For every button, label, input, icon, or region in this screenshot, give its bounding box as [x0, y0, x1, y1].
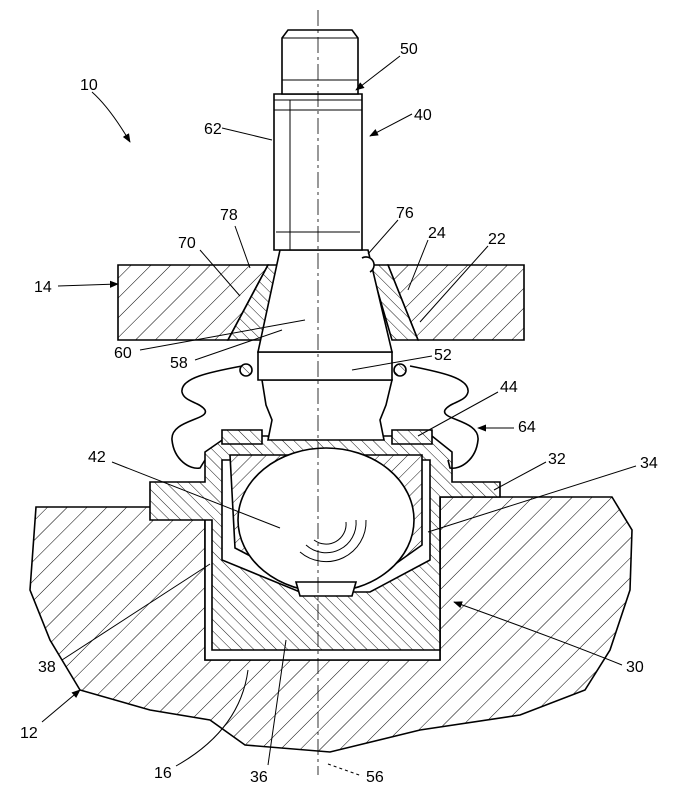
ref-32: 32 [548, 451, 566, 468]
ref-16: 16 [154, 765, 172, 782]
retaining-cap [221, 429, 263, 445]
nub-76 [361, 256, 375, 273]
stud-top-50 [281, 29, 359, 95]
ref-34: 34 [640, 455, 658, 472]
ref-40: 40 [414, 107, 432, 124]
ref-70: 70 [178, 235, 196, 252]
ball-bottom-flat [294, 581, 358, 597]
collar-52 [257, 351, 393, 381]
ref-22: 22 [488, 231, 506, 248]
ref-60: 60 [114, 345, 132, 362]
ref-38: 38 [38, 659, 56, 676]
ref-36: 36 [250, 769, 268, 786]
ref-10: 10 [80, 77, 98, 94]
ref-42: 42 [88, 449, 106, 466]
ref-64: 64 [518, 419, 536, 436]
ref-44: 44 [500, 379, 518, 396]
stud-neck [261, 379, 394, 441]
ref-62: 62 [204, 121, 222, 138]
ref-58: 58 [170, 355, 188, 372]
ref-24: 24 [428, 225, 446, 242]
ref-52: 52 [434, 347, 452, 364]
ref-76: 76 [396, 205, 414, 222]
ref-30: 30 [626, 659, 644, 676]
ref-56: 56 [366, 769, 384, 786]
boot-seal-64 [171, 365, 243, 469]
tapered-bushing-22 [368, 264, 420, 341]
ball-stud-head-34 [237, 447, 415, 593]
ref-12: 12 [20, 725, 38, 742]
ref-78: 78 [220, 207, 238, 224]
ref-50: 50 [400, 41, 418, 58]
seal-ring-left [239, 363, 253, 377]
ref-14: 14 [34, 279, 52, 296]
seal-ring-right [393, 363, 407, 377]
